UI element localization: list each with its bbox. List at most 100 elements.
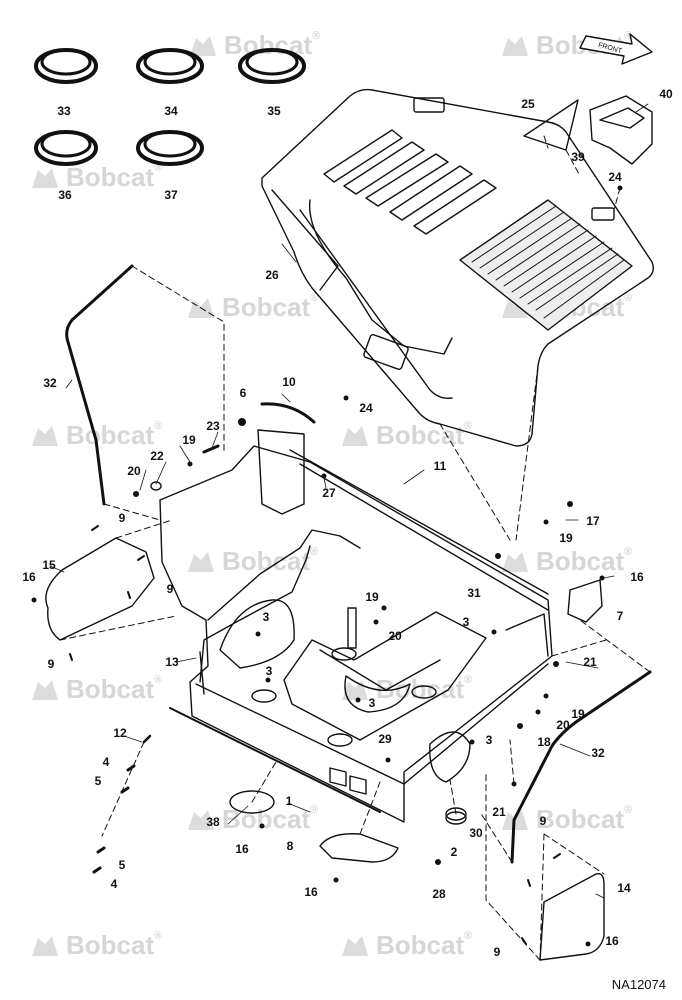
bobcat-logo-icon — [32, 936, 58, 956]
watermark-text: Bobcat — [222, 804, 311, 834]
part-label: 28 — [432, 887, 446, 901]
rail-1 — [169, 707, 381, 813]
watermark: Bobcat® — [186, 804, 318, 835]
side-panel-14 — [539, 873, 605, 961]
watermark-text: Bobcat — [376, 420, 465, 450]
engine-cover — [261, 88, 655, 447]
watermark: Bobcat® — [186, 292, 318, 323]
watermark: Bobcat® — [30, 674, 162, 705]
watermark-mark: ® — [464, 930, 473, 942]
part-label: 19 — [571, 707, 585, 721]
watermark-text: Bobcat — [376, 930, 465, 960]
part-label: 17 — [586, 514, 600, 528]
plate-38 — [229, 790, 275, 814]
part-label: 36 — [58, 188, 72, 202]
watermark-mark: ® — [464, 420, 473, 432]
bobcat-logo-icon — [190, 36, 216, 56]
seal-strip-32-right — [510, 670, 652, 864]
bobcat-logo-icon — [188, 552, 214, 572]
part-label: 2 — [450, 845, 458, 859]
bracket-40 — [589, 95, 653, 165]
part-label: 9 — [539, 814, 547, 828]
part-label: 9 — [47, 657, 55, 671]
part-label: 24 — [608, 170, 622, 184]
part-label: 33 — [57, 104, 71, 118]
part-label: 23 — [206, 419, 220, 433]
part-label: 7 — [616, 609, 624, 623]
part-label: 31 — [467, 586, 481, 600]
bobcat-logo-icon — [502, 552, 528, 572]
part-label: 22 — [150, 449, 164, 463]
part-label: 20 — [388, 629, 402, 643]
part-label: 13 — [165, 655, 179, 669]
part-label: 5 — [118, 858, 126, 872]
watermark-text: Bobcat — [66, 674, 155, 704]
watermark-mark: ® — [154, 162, 163, 174]
pin-parts — [69, 444, 561, 945]
dashed-leaders — [59, 135, 651, 961]
part-label: 21 — [492, 805, 506, 819]
part-label: 19 — [182, 433, 196, 447]
part-label: 19 — [559, 531, 573, 545]
part-label: 4 — [110, 877, 118, 891]
part-label: 40 — [659, 87, 673, 101]
part-label: 3 — [265, 664, 273, 678]
bobcat-logo-icon — [32, 680, 58, 700]
seal-strip-10 — [260, 402, 316, 424]
part-label: 37 — [164, 188, 178, 202]
part-label: 24 — [359, 401, 373, 415]
watermark: Bobcat® — [500, 546, 632, 577]
bobcat-logo-icon — [502, 36, 528, 56]
part-label: 20 — [556, 718, 570, 732]
bobcat-logo-icon — [32, 426, 58, 446]
watermark-mark: ® — [154, 930, 163, 942]
seal-coil-35 — [238, 48, 306, 84]
part-label: 16 — [630, 570, 644, 584]
part-label: 3 — [262, 610, 270, 624]
watermark-mark: ® — [624, 292, 633, 304]
seal-strip-32-left — [65, 264, 134, 506]
part-label: 3 — [485, 733, 493, 747]
part-label: 15 — [42, 558, 56, 572]
bobcat-logo-icon — [342, 426, 368, 446]
part-label: 21 — [583, 655, 597, 669]
watermark: Bobcat® — [30, 420, 162, 451]
part-label: 19 — [365, 590, 379, 604]
front-arrow: FRONT — [579, 33, 653, 65]
seal-coil-34 — [136, 48, 204, 84]
plate-8 — [319, 833, 399, 863]
part-label: 39 — [571, 150, 585, 164]
watermark: Bobcat® — [30, 930, 162, 961]
grommet-2 — [445, 807, 467, 825]
part-label: 25 — [521, 97, 535, 111]
part-label: 29 — [378, 732, 392, 746]
part-label: 9 — [166, 582, 174, 596]
watermark-mark: ® — [310, 292, 319, 304]
part-label: 12 — [113, 726, 127, 740]
operator-frame — [159, 429, 553, 823]
part-label: 16 — [304, 885, 318, 899]
part-label: 8 — [286, 839, 294, 853]
bobcat-logo-icon — [32, 168, 58, 188]
watermark-mark: ® — [464, 674, 473, 686]
seal-coil-37 — [136, 130, 204, 166]
side-panel-15 — [45, 537, 155, 641]
part-label: 11 — [433, 459, 447, 473]
bobcat-logo-icon — [342, 936, 368, 956]
watermark-text: Bobcat — [66, 162, 155, 192]
bracket-25 — [523, 99, 579, 151]
part-label: 9 — [118, 511, 126, 525]
seal-coil-36 — [34, 130, 98, 166]
part-label: 3 — [368, 696, 376, 710]
watermark-mark: ® — [624, 804, 633, 816]
watermark-mark: ® — [310, 804, 319, 816]
hardware-dots — [31, 185, 623, 947]
part-label: 32 — [591, 746, 605, 760]
part-label: 30 — [469, 826, 483, 840]
part-label: 10 — [282, 375, 296, 389]
watermark-mark: ® — [310, 546, 319, 558]
watermark-text: Bobcat — [536, 546, 625, 576]
watermark-mark: ® — [154, 674, 163, 686]
part-label: 16 — [605, 934, 619, 948]
